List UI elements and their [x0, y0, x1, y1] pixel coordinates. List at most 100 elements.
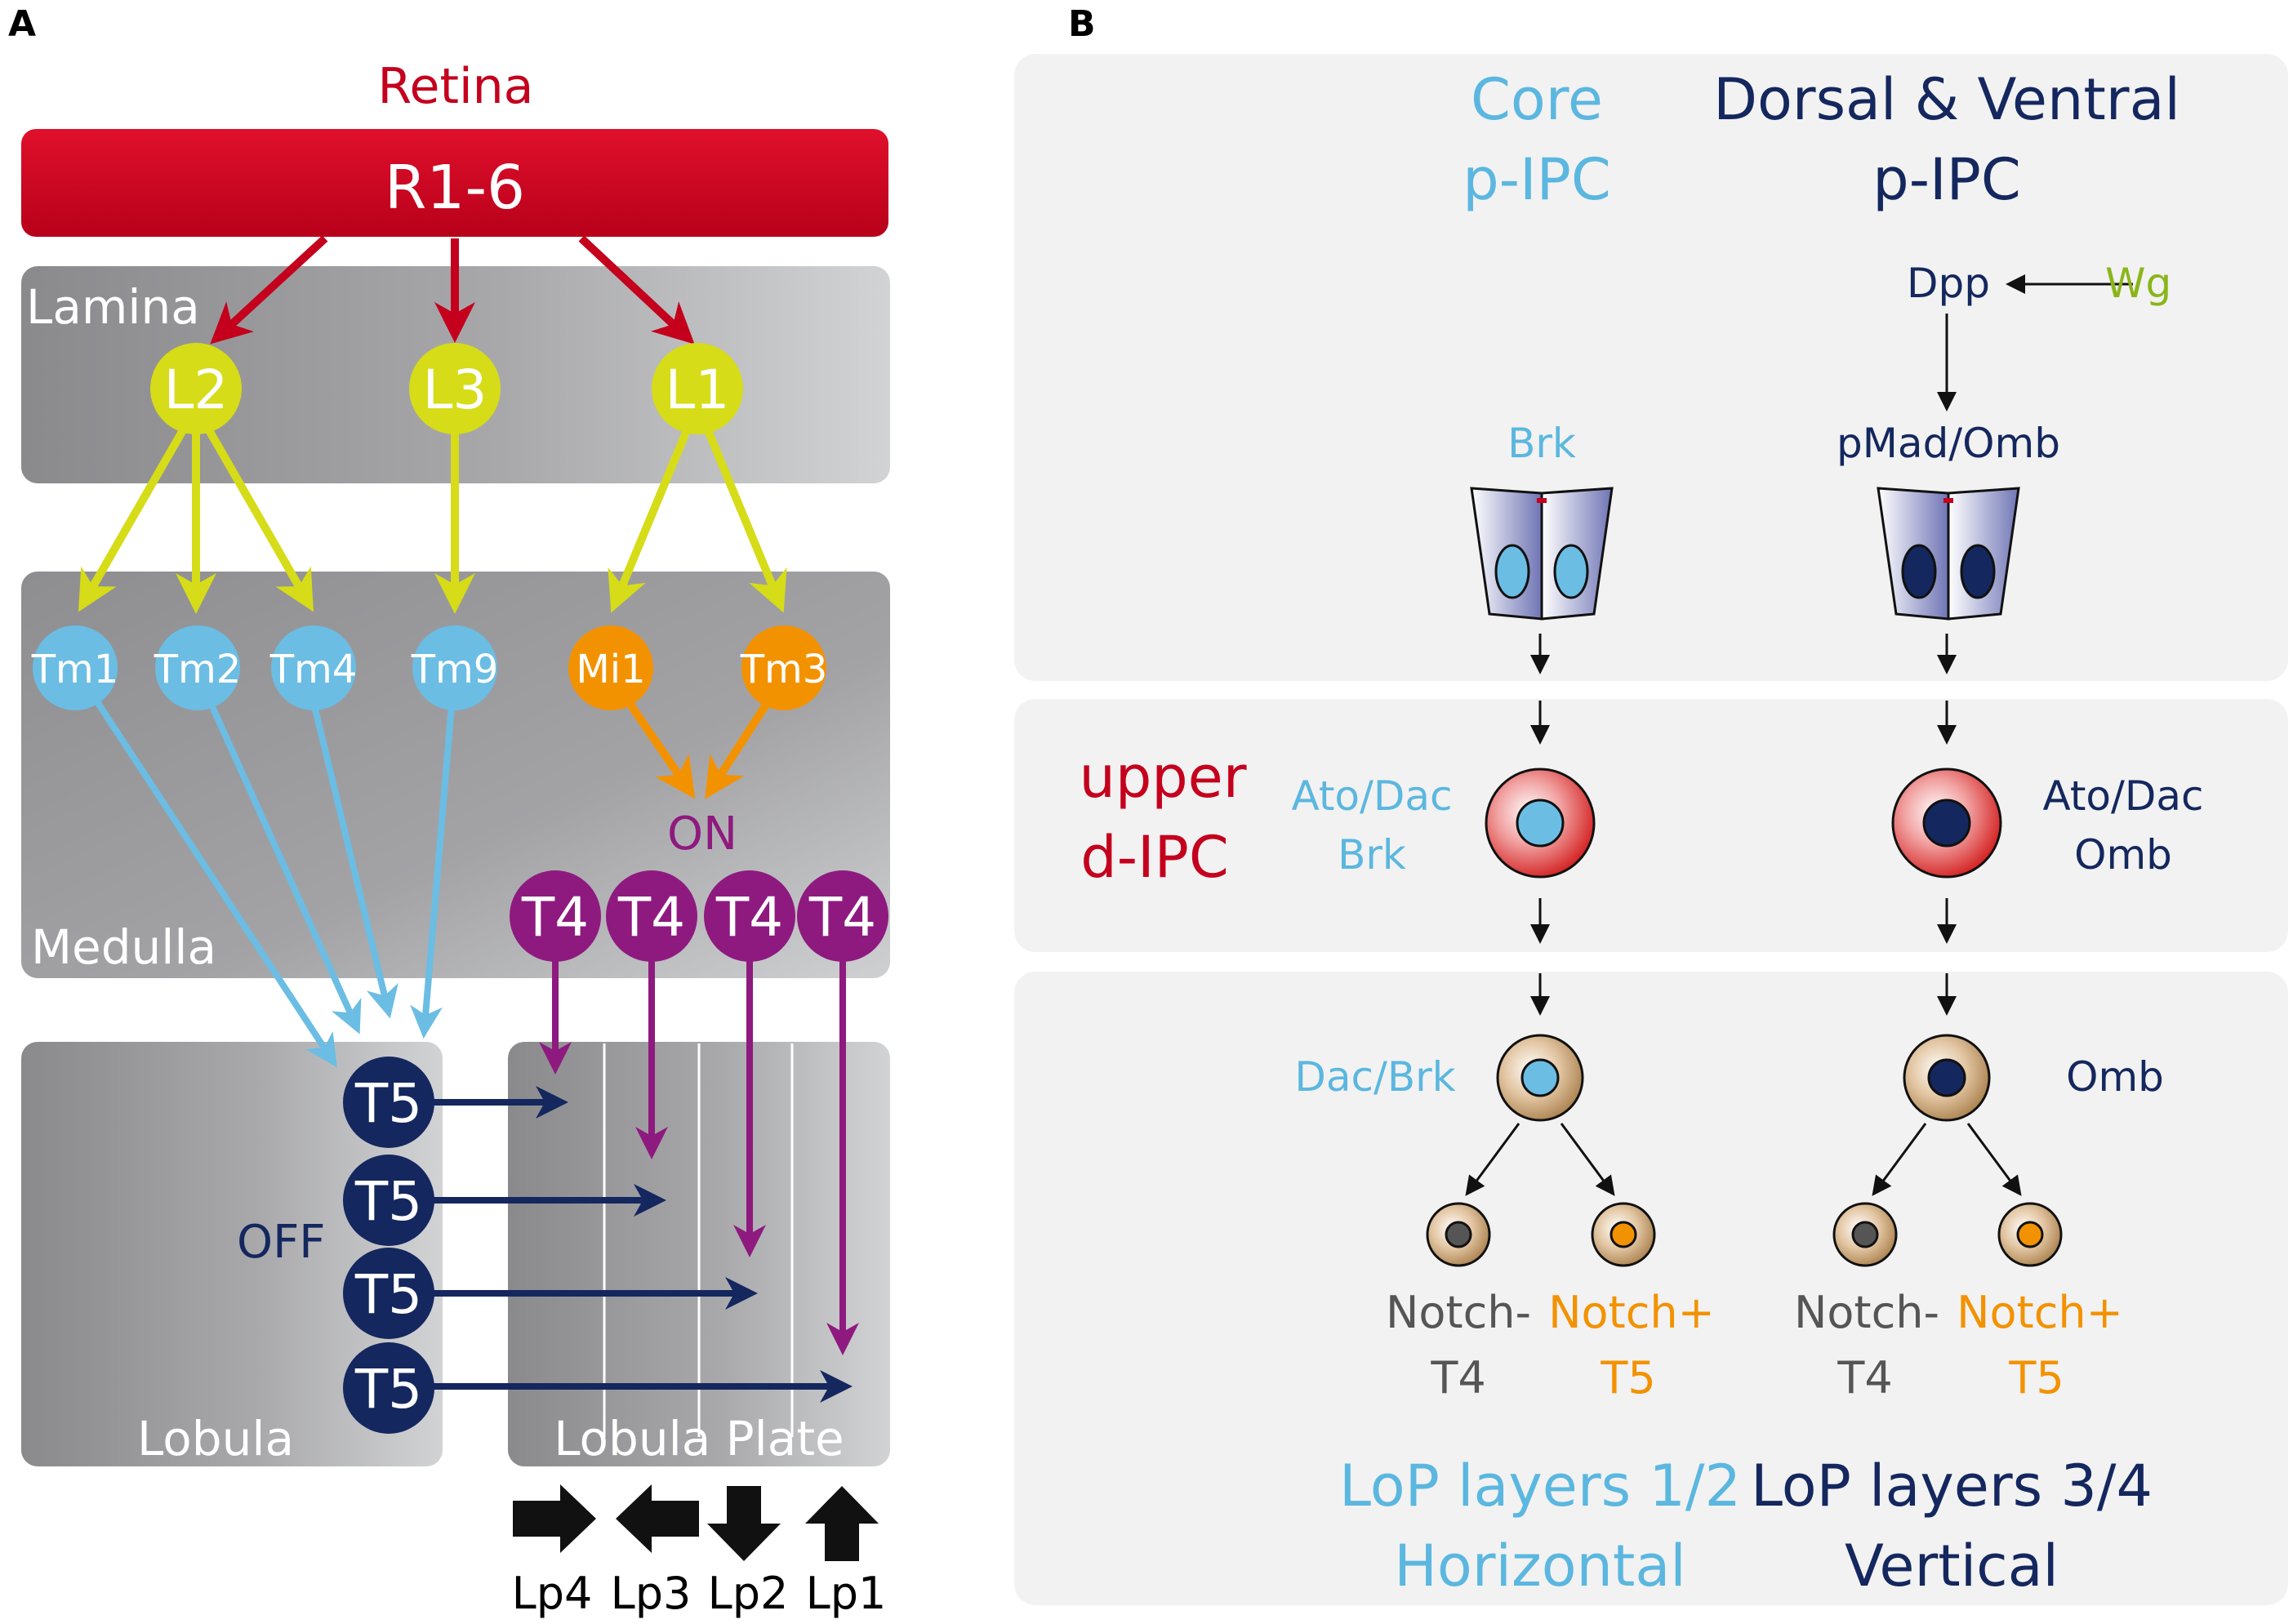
cell-tm9-label: Tm9 — [411, 647, 499, 692]
lobula-box — [21, 1042, 443, 1466]
cell-t5 — [343, 1342, 434, 1434]
cell-t4-label: T4 — [617, 886, 685, 949]
notch-plus-left-line1: Notch+ — [1548, 1287, 1715, 1338]
up-arrow-icon — [805, 1486, 879, 1561]
cell-t4 — [606, 870, 697, 962]
progeny-cells — [1426, 1202, 2063, 1267]
cell-tm4-label: Tm4 — [269, 647, 358, 692]
cell-l1-label: L1 — [666, 358, 730, 421]
notch-minus-left-line1: Notch- — [1386, 1287, 1531, 1338]
notch-minus-right-line1: Notch- — [1794, 1287, 1939, 1338]
lamina-cells: L2 L3 L1 — [150, 343, 743, 434]
cell-tm4 — [271, 625, 356, 710]
cell-mi1-label: Mi1 — [576, 647, 645, 692]
lobula-plate-title: Lobula Plate — [554, 1411, 844, 1466]
lamina-to-medulla-arrows — [78, 422, 787, 614]
ato-dac-left-line2: Brk — [1338, 831, 1406, 879]
cell-tm3 — [741, 625, 826, 710]
dac-brk-label: Dac/Brk — [1294, 1053, 1455, 1101]
lop-right-line2: Vertical — [1845, 1533, 2059, 1600]
progeny-labels: Notch- T4 Notch+ T5 Notch- T4 Notch+ T5 — [1386, 1287, 2123, 1404]
cell-l1 — [652, 343, 743, 434]
cell-t5-label: T5 — [354, 1263, 422, 1326]
dpp-label: Dpp — [1907, 260, 1990, 307]
omb-label: Omb — [2066, 1053, 2164, 1101]
lobula-plate-layer-dividers — [603, 1043, 794, 1437]
retina-to-lamina-arrows — [210, 235, 695, 345]
section-progeny-box — [1014, 972, 2288, 1605]
core-title-line2: p-IPC — [1463, 146, 1610, 213]
wg-label: Wg — [2105, 260, 2171, 307]
cell-l3 — [409, 343, 501, 434]
cell-t5 — [343, 1155, 434, 1246]
cell-l3-label: L3 — [423, 358, 488, 421]
medulla-title: Medulla — [31, 919, 216, 975]
lop-left-line1: LoP layers 1/2 — [1339, 1453, 1741, 1519]
cell-t4 — [510, 870, 601, 962]
ato-dac-left-line1: Ato/Dac — [1292, 772, 1453, 820]
pmad-omb-label: pMad/Omb — [1837, 420, 2060, 467]
lp3-label: Lp3 — [611, 1568, 692, 1619]
section-p-ipc-box — [1014, 54, 2288, 681]
cell-t5-label: T5 — [354, 1358, 422, 1421]
notch-minus-right-line2: T4 — [1837, 1352, 1892, 1404]
retina-title: Retina — [378, 58, 534, 115]
cell-tm2-label: Tm2 — [154, 647, 242, 692]
cell-tm3-label: Tm3 — [740, 647, 828, 692]
cell-t5 — [343, 1057, 434, 1148]
notch-plus-right-line1: Notch+ — [1957, 1287, 2123, 1338]
t5-to-lobula-plate-arrows — [428, 1086, 853, 1403]
cell-mi1 — [568, 625, 653, 710]
dipc-cell-left — [1485, 768, 1596, 879]
lineage-arrows — [1530, 634, 1957, 1016]
cell-tm2 — [155, 625, 240, 710]
cell-t5-label: T5 — [354, 1072, 422, 1135]
notch-plus-right-line2: T5 — [2008, 1352, 2064, 1404]
lp-layer-labels: Lp4 Lp3 Lp2 Lp1 — [512, 1568, 887, 1619]
lobula-title: Lobula — [137, 1411, 294, 1466]
section-d-ipc-box — [1014, 699, 2288, 952]
ato-dac-right-line1: Ato/Dac — [2043, 772, 2204, 820]
down-arrow-icon — [707, 1486, 781, 1561]
cell-l2 — [150, 343, 242, 434]
cell-l2-label: L2 — [164, 358, 229, 421]
lp1-label: Lp1 — [806, 1568, 887, 1619]
dv-title-line1: Dorsal & Ventral — [1713, 66, 2180, 133]
upper-dipc-line1: upper — [1079, 744, 1246, 811]
core-epithelial-cells — [1470, 487, 1614, 621]
gmc-cell-right — [1903, 1034, 1991, 1122]
lp-direction-arrows — [513, 1484, 879, 1561]
cell-tm1 — [33, 625, 118, 710]
on-pathway-arrows — [625, 700, 772, 799]
lp4-label: Lp4 — [512, 1568, 593, 1619]
cell-tm9 — [412, 625, 497, 710]
t4-cells: T4 T4 T4 T4 — [510, 870, 888, 962]
lop-left-line2: Horizontal — [1394, 1533, 1685, 1600]
right-arrow-icon — [513, 1484, 596, 1553]
on-label: ON — [667, 808, 737, 861]
lp2-label: Lp2 — [708, 1568, 789, 1619]
medulla-cells: Tm1 Tm2 Tm4 Tm9 Mi1 Tm3 — [31, 625, 828, 710]
panel-b-label: B — [1068, 3, 1096, 45]
retina-box — [21, 129, 888, 237]
cell-t4-label: T4 — [715, 886, 783, 949]
ato-dac-right-line2: Omb — [2074, 831, 2172, 879]
cell-tm1-label: Tm1 — [31, 647, 119, 692]
upper-dipc-line2: d-IPC — [1080, 824, 1228, 891]
cell-t4-label: T4 — [808, 886, 876, 949]
cell-t4 — [797, 870, 888, 962]
cell-t4-label: T4 — [521, 886, 589, 949]
t5-cells: T5 T5 T5 T5 — [343, 1057, 434, 1434]
retina-box-label: R1-6 — [385, 153, 525, 223]
lamina-title: Lamina — [26, 279, 200, 335]
core-title-line1: Core — [1471, 66, 1603, 133]
brk-label: Brk — [1507, 420, 1576, 467]
t4-to-lobula-plate-arrows — [539, 955, 859, 1355]
lop-right-line1: LoP layers 3/4 — [1751, 1453, 2153, 1519]
panel-a-label: A — [8, 3, 36, 45]
cell-t4 — [704, 870, 795, 962]
notch-minus-left-line2: T4 — [1430, 1352, 1485, 1404]
off-label: OFF — [237, 1216, 326, 1269]
